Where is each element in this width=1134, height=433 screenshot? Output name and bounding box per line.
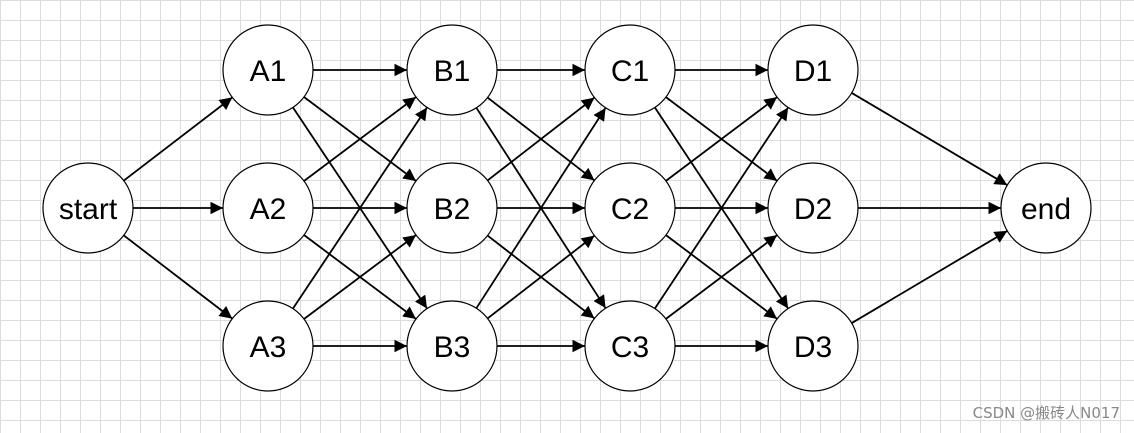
node-label: C2 bbox=[611, 193, 649, 226]
node-circle bbox=[584, 24, 676, 116]
node-circle bbox=[406, 24, 498, 116]
node-D1: D1 bbox=[767, 24, 859, 116]
edge-B3-to-C2 bbox=[487, 234, 595, 320]
edge-C3-to-D2 bbox=[665, 234, 778, 320]
node-C2: C2 bbox=[584, 162, 676, 254]
node-circle bbox=[767, 162, 859, 254]
edge-B2-to-C1 bbox=[487, 96, 595, 182]
edge-D1-to-end bbox=[851, 92, 1008, 186]
edge-D3-to-end bbox=[851, 230, 1008, 324]
node-start: start bbox=[42, 162, 134, 254]
node-label: start bbox=[59, 193, 118, 226]
node-C3: C3 bbox=[584, 300, 676, 392]
node-circle bbox=[584, 162, 676, 254]
node-circle bbox=[406, 300, 498, 392]
node-D2: D2 bbox=[767, 162, 859, 254]
node-A1: A1 bbox=[222, 24, 314, 116]
node-label: A1 bbox=[250, 55, 287, 88]
watermark-text: CSDN @搬砖人N017 bbox=[972, 404, 1120, 422]
node-label: A2 bbox=[250, 193, 287, 226]
node-label: D2 bbox=[794, 193, 832, 226]
node-label: D1 bbox=[794, 55, 832, 88]
node-C1: C1 bbox=[584, 24, 676, 116]
node-circle bbox=[767, 24, 859, 116]
edge-start-to-A3 bbox=[123, 234, 233, 320]
node-label: C1 bbox=[611, 55, 649, 88]
edge-start-to-A1 bbox=[123, 96, 233, 182]
edge-A3-to-B1 bbox=[292, 106, 428, 310]
node-D3: D3 bbox=[767, 300, 859, 392]
edge-A2-to-B1 bbox=[303, 96, 417, 182]
node-B1: B1 bbox=[406, 24, 498, 116]
node-B2: B2 bbox=[406, 162, 498, 254]
node-circle bbox=[222, 162, 314, 254]
node-circle bbox=[1000, 162, 1092, 254]
node-label: B2 bbox=[434, 193, 471, 226]
node-circle bbox=[584, 300, 676, 392]
node-circle bbox=[222, 24, 314, 116]
node-circle bbox=[42, 162, 134, 254]
node-label: end bbox=[1021, 193, 1071, 226]
node-label: B1 bbox=[434, 55, 471, 88]
edge-B3-to-C1 bbox=[475, 107, 607, 309]
edges-layer bbox=[123, 63, 1008, 353]
node-circle bbox=[767, 300, 859, 392]
node-label: B3 bbox=[434, 331, 471, 364]
node-B3: B3 bbox=[406, 300, 498, 392]
node-A2: A2 bbox=[222, 162, 314, 254]
node-label: D3 bbox=[794, 331, 832, 364]
node-end: end bbox=[1000, 162, 1092, 254]
edge-C3-to-D1 bbox=[654, 107, 789, 309]
node-label: A3 bbox=[250, 331, 287, 364]
node-circle bbox=[222, 300, 314, 392]
node-A3: A3 bbox=[222, 300, 314, 392]
node-label: C3 bbox=[611, 331, 649, 364]
node-circle bbox=[406, 162, 498, 254]
edge-A3-to-B2 bbox=[303, 234, 417, 320]
edge-C2-to-D1 bbox=[665, 96, 778, 182]
